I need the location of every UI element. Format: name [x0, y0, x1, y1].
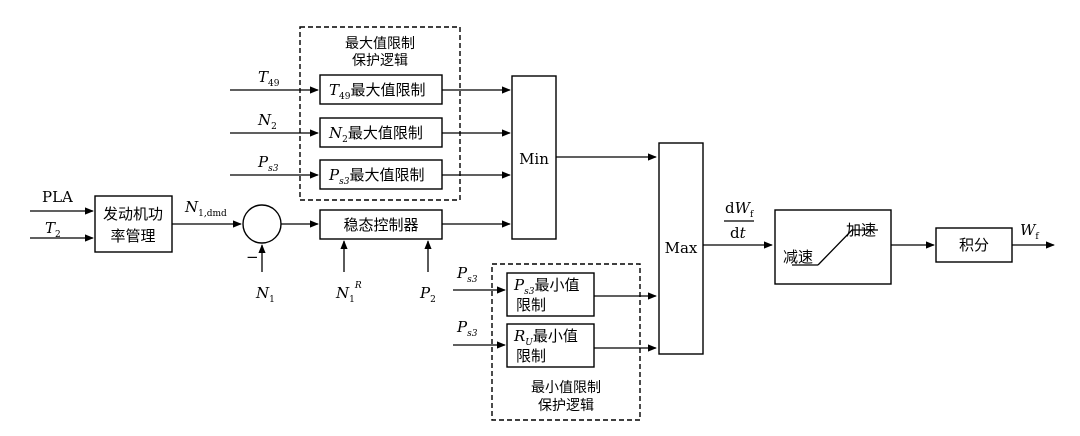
ps3-min-limit-block — [506, 272, 595, 317]
accel-decel-limiter-block — [774, 209, 892, 285]
engine-power-management-label-1: 发动机功 — [103, 205, 163, 223]
n1-signal-label: N1 — [255, 284, 275, 305]
max-selector-label: Max — [665, 239, 698, 257]
summing-junction — [242, 204, 282, 244]
t49-signal-label: T49 — [258, 68, 280, 89]
min-protection-caption-1: 最小值限制 — [531, 380, 601, 396]
ps3-max-limit-block — [319, 159, 443, 190]
max-selector-block — [658, 142, 704, 355]
n2-max-limit-label: N2最大值限制 — [328, 124, 423, 145]
n1dmd-signal-label: N1,dmd — [184, 198, 227, 219]
ps3-signal-label-lower-1: Ps3 — [456, 264, 478, 285]
ps3-min-limit-label-1: Ps3最小值 — [513, 276, 579, 297]
engine-power-management-label-2: 率管理 — [110, 227, 155, 245]
limiter-ramp-symbol — [817, 229, 878, 266]
ru-min-limit-block — [506, 323, 595, 368]
max-protection-caption-1: 最大值限制 — [345, 36, 415, 52]
max-protection-group — [299, 26, 461, 201]
t49-max-limit-label: T49最大值限制 — [329, 81, 425, 102]
min-protection-group — [491, 263, 641, 421]
accel-label: 加速 — [846, 221, 876, 239]
decel-label: 减速 — [783, 248, 813, 266]
max-protection-caption-2: 保护逻辑 — [352, 53, 408, 69]
min-selector-label: Min — [519, 150, 549, 168]
ps3-max-limit-label: Ps3最大值限制 — [328, 166, 424, 187]
p2-signal-label: P2 — [419, 284, 436, 305]
ps3-signal-label-top: Ps3 — [257, 153, 279, 174]
n2-signal-label: N2 — [257, 111, 277, 132]
n1r-signal-label: N1R — [335, 281, 362, 305]
t2-signal-label: T2 — [45, 219, 61, 240]
dwf-numerator-label: dWf — [725, 199, 754, 220]
steady-state-controller-block — [319, 209, 443, 240]
pla-signal-label: PLA — [42, 188, 73, 206]
ru-min-limit-label-1: RU最小值 — [513, 327, 578, 348]
dt-denominator-label: dt — [730, 224, 747, 242]
engine-power-management-block — [94, 195, 173, 253]
integrator-block — [935, 227, 1013, 263]
steady-state-controller-label: 稳态控制器 — [343, 216, 418, 234]
ps3-min-limit-label-2: 限制 — [516, 296, 546, 314]
min-protection-caption-2: 保护逻辑 — [538, 398, 594, 414]
min-selector-block — [511, 75, 557, 240]
wf-signal-label: Wf — [1020, 221, 1039, 242]
ps3-signal-label-lower-2: Ps3 — [456, 318, 478, 339]
minus-sign: − — [246, 248, 259, 266]
ru-min-limit-label-2: 限制 — [516, 347, 546, 365]
integrator-label: 积分 — [959, 236, 989, 254]
